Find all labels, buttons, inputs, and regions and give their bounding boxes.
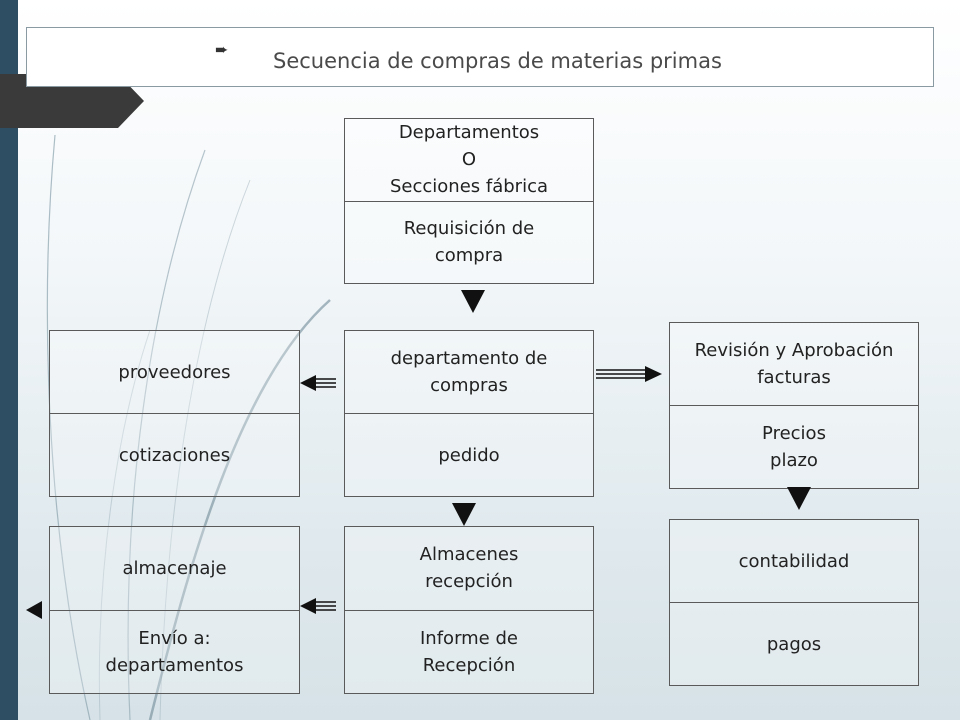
box-revision-bottom: Precios plazo [670,405,918,488]
box-compras-top: departamento de compras [390,348,548,396]
box-almacenes-top: Almacenes recepción [419,544,519,593]
box-revision-top: Revisión y Aprobación facturas [694,340,894,388]
arrow-bullet-icon: ➨ [215,40,229,59]
box-departamentos: Departamentos O Secciones fábrica Requis… [344,118,594,284]
box-contabilidad: contabilidad pagos [669,519,919,686]
box-almacenes-bottom: Informe de Recepción [345,609,593,694]
box-contabilidad-top: contabilidad [738,550,850,572]
box-compras: departamento de compras pedido [344,330,594,497]
box-revision: Revisión y Aprobación facturas Precios p… [669,322,919,489]
slide-title: Secuencia de compras de materias primas [273,49,722,73]
side-accent-bar [0,0,18,720]
box-departamentos-bottom: Requisición de compra [345,200,593,284]
box-almacenes: Almacenes recepción Informe de Recepción [344,526,594,694]
box-proveedores-bottom: cotizaciones [50,413,299,496]
box-departamentos-top: Departamentos O Secciones fábrica [389,122,548,198]
box-almacenaje-top: almacenaje [122,557,227,579]
box-proveedores-top: proveedores [118,361,231,383]
box-contabilidad-bottom: pagos [670,602,918,685]
box-compras-bottom: pedido [345,413,593,496]
box-proveedores: proveedores cotizaciones [49,330,300,497]
box-almacenaje-bottom: Envío a: departamentos [50,609,299,694]
box-almacenaje: almacenaje Envío a: departamentos [49,526,300,694]
title-box: ➨ Secuencia de compras de materias prima… [26,27,934,87]
